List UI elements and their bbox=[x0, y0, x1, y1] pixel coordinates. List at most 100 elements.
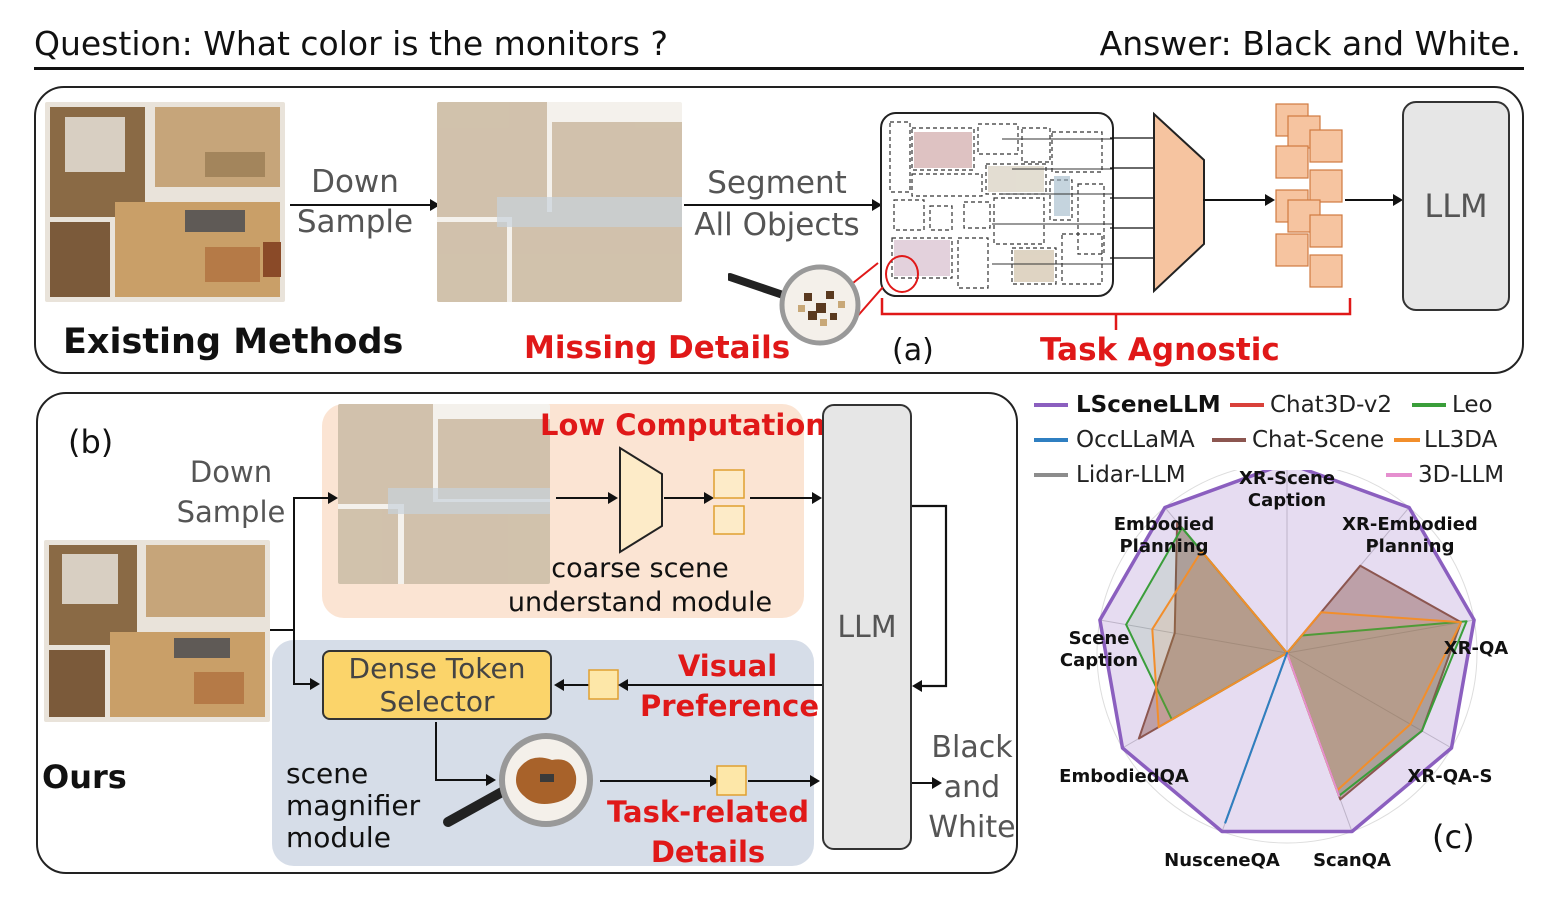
sparse-point-cloud-b bbox=[338, 404, 550, 584]
segmented-objects-box bbox=[880, 112, 1114, 297]
legend-swatch bbox=[1212, 438, 1246, 442]
arrow-encoder-tokens-a bbox=[1203, 194, 1275, 206]
dense-selector-line1: Dense Token bbox=[348, 652, 526, 685]
legend-item: Leo bbox=[1412, 392, 1493, 418]
legend-item: Chat3D-v2 bbox=[1230, 392, 1392, 418]
scene-image-ours bbox=[44, 540, 270, 722]
legend-swatch bbox=[1230, 403, 1264, 407]
legend-item: LSceneLLM bbox=[1034, 392, 1221, 418]
task-agnostic-bracket bbox=[880, 298, 1352, 330]
legend-label: 3D-LLM bbox=[1418, 462, 1505, 488]
radar-grid-circle bbox=[1096, 470, 1478, 844]
sparse-point-cloud bbox=[437, 102, 682, 302]
legend-label: LSceneLLM bbox=[1076, 392, 1221, 418]
arrow-tokens-llm-b bbox=[750, 492, 822, 504]
radar-axis-label: XR-QA bbox=[1444, 638, 1509, 659]
llm-label-a: LLM bbox=[1424, 187, 1488, 225]
legend-label: OccLLaMA bbox=[1076, 427, 1195, 453]
existing-methods-title: Existing Methods bbox=[63, 322, 404, 362]
llm-box-a: LLM bbox=[1402, 101, 1510, 311]
legend-item: Chat-Scene bbox=[1212, 427, 1384, 453]
dense-token-selector[interactable]: Dense Token Selector bbox=[322, 650, 552, 720]
legend-item: LL3DA bbox=[1394, 427, 1497, 453]
panel-ours bbox=[36, 392, 1018, 874]
zoom-focus-circle bbox=[885, 255, 919, 293]
radar-spoke bbox=[1286, 652, 1452, 749]
radar-axis-label: NusceneQA bbox=[1164, 850, 1280, 871]
legend-swatch bbox=[1394, 438, 1420, 442]
legend-label: Lidar-LLM bbox=[1076, 462, 1186, 488]
llm-label-b: LLM bbox=[837, 609, 897, 645]
magnifier-module-label: scene magnifier module bbox=[286, 757, 421, 854]
arrow-llm-output bbox=[912, 777, 942, 789]
legend-label: Chat-Scene bbox=[1252, 427, 1385, 453]
down-sample-label-b: Down Sample bbox=[176, 455, 286, 529]
legend-item: Lidar-LLM bbox=[1034, 462, 1186, 488]
task-agnostic-label: Task Agnostic bbox=[1040, 332, 1280, 368]
arrow-magnifier-token bbox=[600, 775, 720, 787]
branch-arrows bbox=[270, 492, 338, 690]
segment-label: Segment All Objects bbox=[694, 165, 860, 243]
arrows-to-encoder-a bbox=[1110, 137, 1154, 259]
preference-token bbox=[588, 669, 619, 700]
coarse-module-label: coarse scene understand module bbox=[507, 553, 773, 618]
scene-image-full bbox=[45, 102, 285, 302]
radar-series-occllama bbox=[1224, 652, 1288, 824]
legend-swatch bbox=[1034, 438, 1068, 442]
radar-series-3d-llm bbox=[1286, 652, 1340, 797]
arrow-segment bbox=[684, 199, 882, 211]
magnifier-icon-a bbox=[728, 262, 884, 346]
radar-axis-label: ScanQA bbox=[1313, 850, 1391, 871]
radar-axis-label: XR-QA-S bbox=[1408, 766, 1493, 787]
panel-c-label: (c) bbox=[1432, 818, 1475, 856]
legend-item: OccLLaMA bbox=[1034, 427, 1195, 453]
legend-item: 3D-LLM bbox=[1386, 462, 1504, 488]
legend-swatch bbox=[1412, 403, 1446, 407]
legend-label: LL3DA bbox=[1424, 427, 1498, 453]
arrow-tokens-llm-a bbox=[1345, 194, 1403, 206]
panel-b-label: (b) bbox=[68, 423, 114, 461]
dense-selector-line2: Selector bbox=[379, 685, 495, 718]
ours-title: Ours bbox=[42, 758, 127, 796]
coarse-tokens bbox=[713, 469, 745, 535]
token-stack-a bbox=[1275, 103, 1343, 288]
magnifier-icon-b bbox=[443, 733, 593, 827]
legend-swatch bbox=[1386, 473, 1412, 477]
missing-details-label: Missing Details bbox=[524, 330, 791, 366]
encoder-trapezoid-a bbox=[1153, 111, 1205, 294]
header-rule bbox=[34, 67, 1524, 70]
legend-label: Chat3D-v2 bbox=[1270, 392, 1393, 418]
radar-spoke bbox=[1099, 619, 1288, 654]
legend-label: Leo bbox=[1452, 392, 1493, 418]
visual-preference-label: Visual Preference bbox=[640, 649, 819, 723]
arrow-encoder-tokens-b bbox=[664, 492, 714, 504]
radar-legend: LSceneLLM Chat3D-v2 Leo OccLLaMA Chat-Sc… bbox=[1034, 390, 1534, 490]
llm-box-b: LLM bbox=[822, 404, 912, 850]
radar-axis-label: EmbodiedQA bbox=[1059, 766, 1189, 787]
arrow-token-llm-dense bbox=[748, 775, 820, 787]
feedback-loop-arrow bbox=[912, 504, 948, 692]
arrow-selector-magnifier bbox=[435, 722, 496, 786]
arrow-downsample-a bbox=[290, 199, 440, 211]
radar-spoke bbox=[1286, 619, 1475, 654]
legend-swatch bbox=[1034, 403, 1068, 407]
radar-series-lscenellm bbox=[1098, 470, 1476, 834]
arrow-llm-to-token bbox=[618, 679, 822, 691]
encoder-trapezoid-b bbox=[619, 446, 663, 554]
panel-a-label: (a) bbox=[892, 333, 934, 368]
task-related-label: Task-related Details bbox=[607, 795, 809, 869]
detail-token bbox=[716, 765, 747, 796]
low-computation-label: Low Computation bbox=[540, 408, 826, 442]
question-text: Question: What color is the monitors ? bbox=[34, 24, 668, 63]
answer-text: Answer: Black and White. bbox=[1099, 24, 1521, 63]
panel-existing-methods bbox=[34, 86, 1524, 374]
down-sample-label-a: Down Sample bbox=[296, 164, 414, 240]
legend-swatch bbox=[1034, 473, 1068, 477]
output-answer: Black and White bbox=[928, 730, 1016, 845]
arrow-pc-encoder-b bbox=[556, 492, 618, 504]
